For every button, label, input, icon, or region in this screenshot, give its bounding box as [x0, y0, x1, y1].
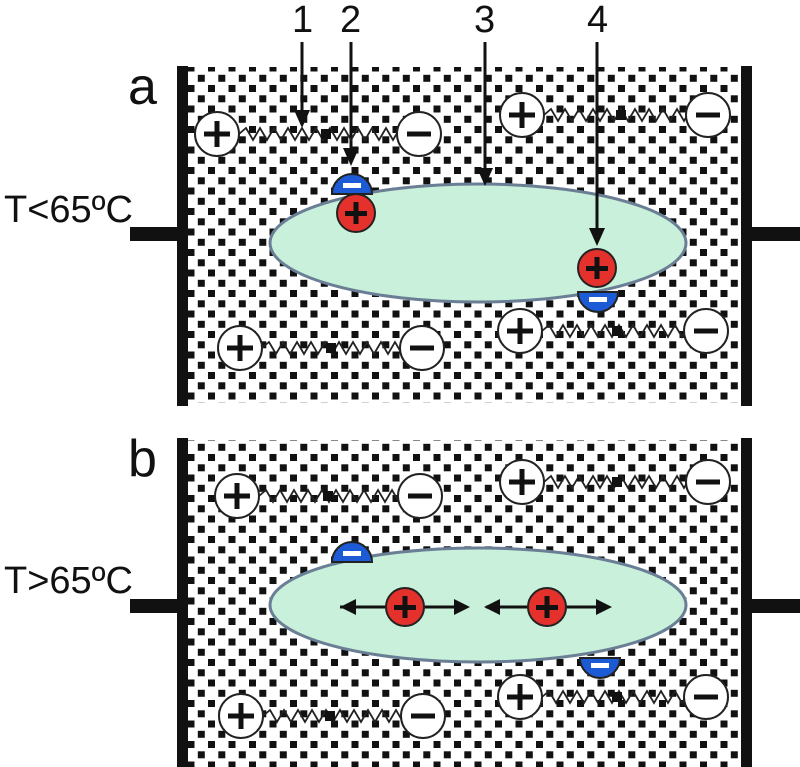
panel-a: a T<65ºC 1 2 3 4: [4, 0, 800, 406]
adsorbed-anion-a2: [576, 291, 620, 313]
adsorbed-cation-a2: [577, 248, 617, 288]
right-lead-a: [750, 227, 800, 241]
callout-2: 2: [340, 0, 361, 41]
left-lead-a: [130, 227, 180, 241]
mobile-cation-b1: [340, 587, 470, 627]
dipole-a3: [217, 325, 445, 371]
callout-3: 3: [474, 0, 495, 41]
adsorbed-anion-b2: [578, 657, 622, 679]
dipole-b1: [214, 473, 443, 519]
dipole-b3: [218, 693, 446, 739]
callout-1: 1: [292, 0, 313, 41]
dipole-a1: [194, 111, 442, 157]
mobile-cation-b2: [484, 587, 612, 627]
left-lead-b: [130, 599, 180, 613]
particle-b: [268, 546, 688, 664]
temperature-label-a: T<65ºC: [4, 189, 133, 231]
adsorbed-anion-a1: [330, 173, 374, 195]
right-electrode-a: [741, 66, 752, 406]
particle-a: [268, 182, 688, 304]
dipole-a4: [497, 308, 729, 354]
adsorbed-cation-a1: [336, 193, 376, 233]
dipole-b2: [499, 459, 731, 505]
panel-letter-b: b: [128, 430, 157, 488]
right-lead-b: [750, 599, 800, 613]
dipole-b4: [497, 674, 729, 720]
left-electrode-a: [177, 66, 188, 406]
callout-arrows: [294, 42, 605, 246]
adsorbed-anion-b1: [330, 541, 374, 563]
left-electrode-b: [177, 438, 188, 767]
temperature-label-b: T>65ºC: [4, 560, 133, 602]
right-electrode-b: [741, 438, 752, 767]
panel-b: b T>65ºC: [4, 430, 800, 767]
callout-4: 4: [587, 0, 608, 41]
dipole-a2: [499, 92, 731, 138]
panel-letter-a: a: [128, 58, 157, 116]
